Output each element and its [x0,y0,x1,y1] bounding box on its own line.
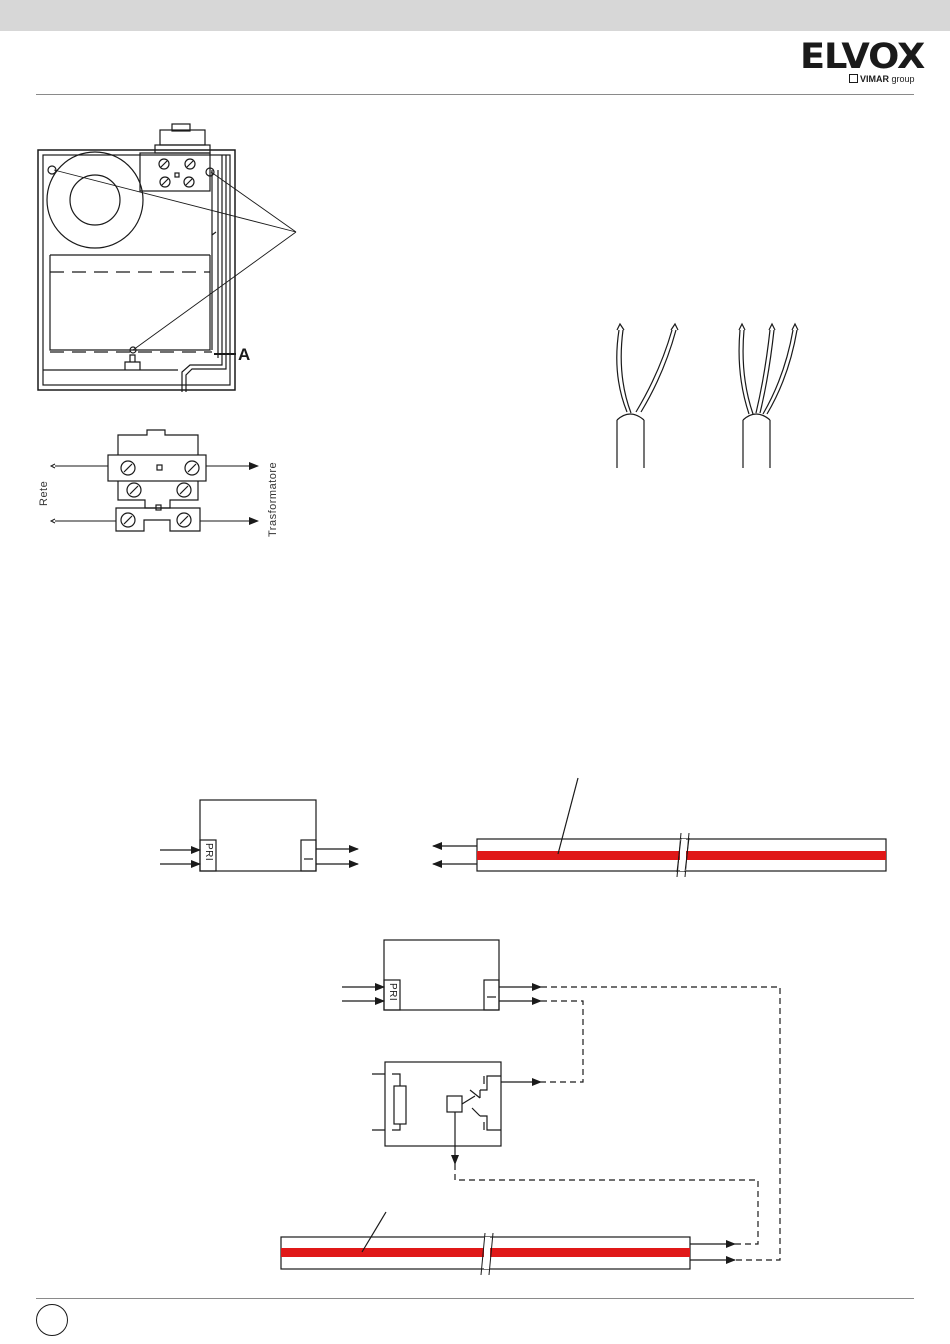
label-rete: Rete [38,481,50,506]
schematic-one [160,778,886,877]
label-pri-top: PRI [203,843,214,861]
device-housing-drawing [38,124,296,392]
cable-ends-drawing [617,324,798,468]
bottom-divider [36,1298,914,1299]
marker-a: A [238,345,250,365]
label-trasformatore: Trasformatore [267,462,279,537]
terminal-block-drawing [51,430,258,531]
label-pri-bottom: PRI [387,983,398,1001]
schematic-two [281,940,780,1275]
page-marker-circle [36,1304,68,1336]
